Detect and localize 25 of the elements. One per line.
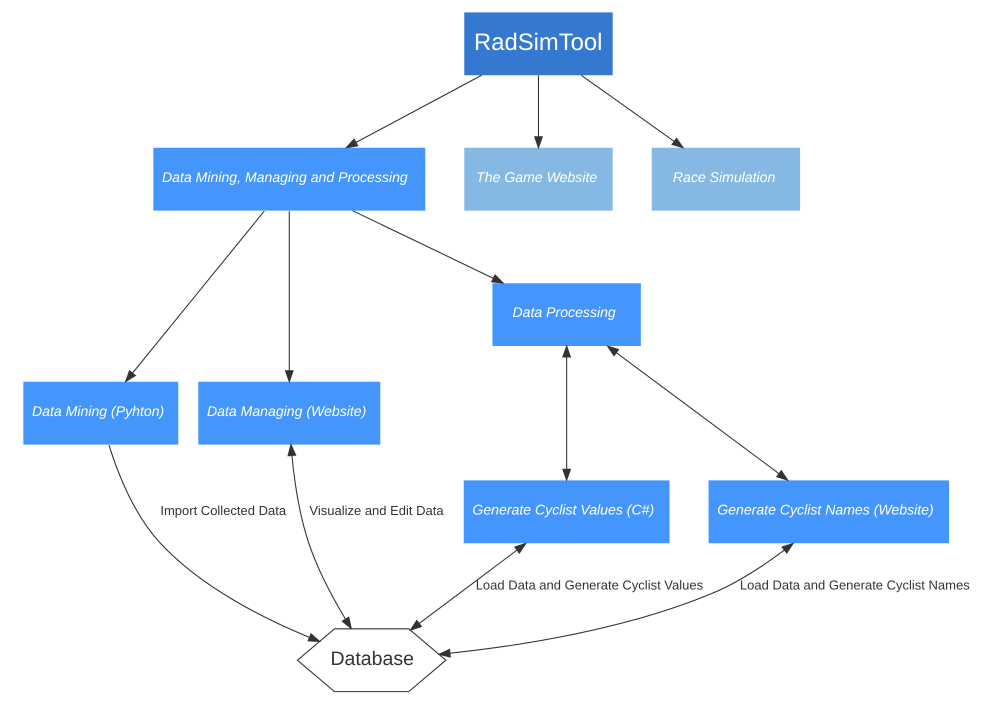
arrow [408, 542, 527, 631]
node-box: The Game Website [464, 148, 612, 211]
arrow [580, 75, 684, 149]
node-box: Race Simulation [651, 148, 800, 211]
node-box: Data Mining (Pyhton) [22, 382, 178, 445]
arrow [286, 443, 352, 630]
node-box: Generate Cyclist Values (C#) [463, 480, 670, 544]
node-box: Data Processing [492, 283, 640, 346]
arrow [124, 210, 264, 383]
node-box: RadSimTool [464, 12, 612, 76]
node-box: Data Mining, Managing and Processing [152, 148, 425, 211]
arrow [108, 444, 321, 642]
edge-label: Import Collected Data [160, 503, 286, 518]
node-box: Data Managing (Website) [198, 382, 380, 445]
arrow [562, 344, 571, 482]
edge-label: Load Data and Generate Cyclist Names [739, 577, 970, 592]
arrow [533, 75, 543, 150]
edge-label: Load Data and Generate Cyclist Values [475, 577, 703, 592]
node-box: Generate Cyclist Names (Website) [708, 480, 949, 544]
arrow [344, 74, 482, 148]
arrow [352, 210, 504, 284]
edge-label: Visualize and Edit Data [308, 503, 444, 518]
arrow [284, 211, 294, 384]
arrow [606, 345, 789, 482]
arrow [436, 542, 794, 658]
